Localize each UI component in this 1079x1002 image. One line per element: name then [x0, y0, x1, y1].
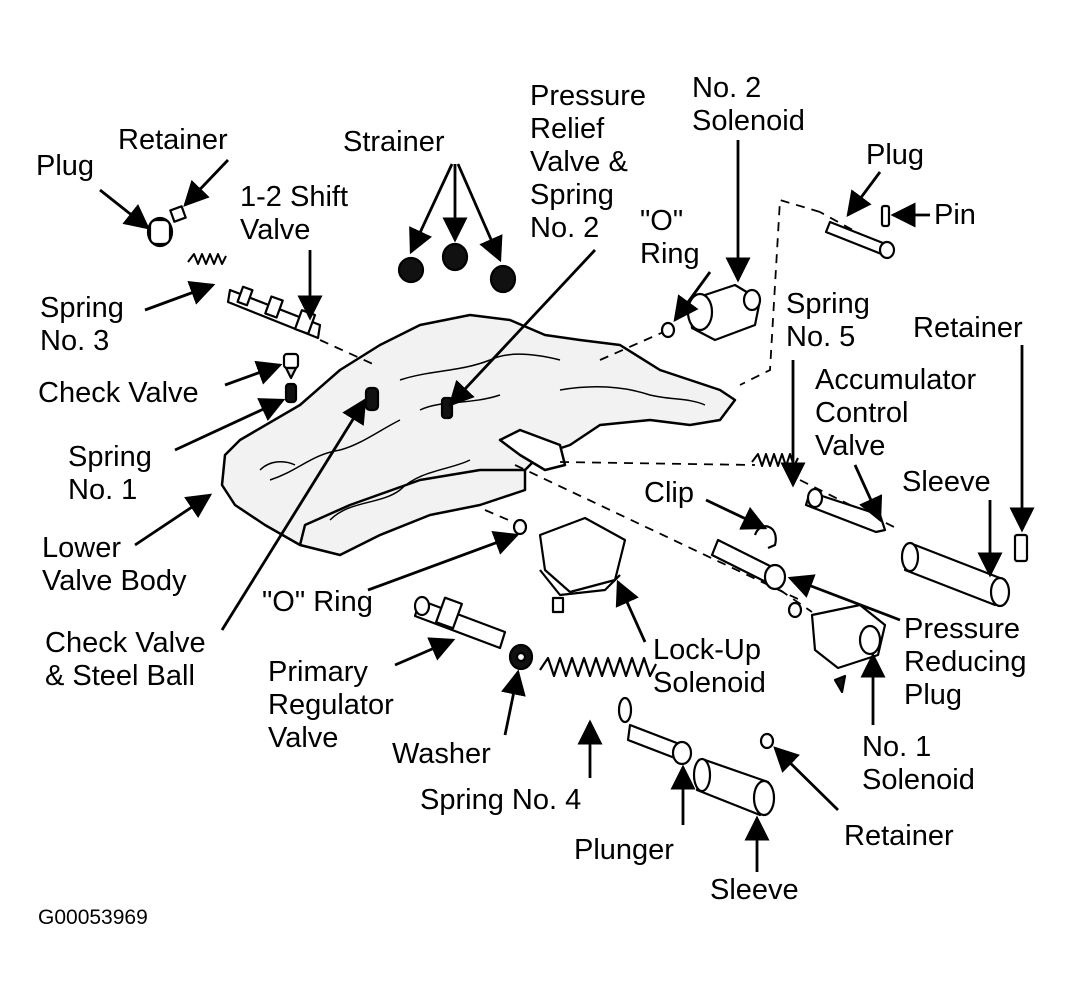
spring-no5-part	[751, 453, 799, 467]
strainer-parts	[397, 242, 517, 294]
lower-valve-body-casting	[220, 313, 737, 557]
leader-arrows	[99, 140, 1035, 872]
label-plunger: Plunger	[574, 834, 674, 866]
sleeve-right-part	[900, 541, 1011, 608]
spring-no3-part	[187, 253, 227, 265]
label-check-valve: Check Valve	[38, 377, 199, 409]
label-check-valve-steel-ball: Check Valve& Steel Ball	[45, 627, 206, 692]
no1-solenoid-part	[810, 603, 887, 694]
label-retainer-top: Retainer	[118, 124, 228, 156]
label-retainer-bottom: Retainer	[844, 820, 954, 852]
label-spring-no4: Spring No. 4	[420, 784, 582, 816]
pressure-relief-spring-part	[440, 396, 454, 420]
label-clip: Clip	[644, 477, 694, 509]
figure-code: G00053969	[38, 906, 148, 929]
o-ring-top-part	[660, 321, 676, 339]
plug-left-part	[146, 216, 174, 248]
label-strainer: Strainer	[343, 126, 445, 158]
plunger-part	[626, 723, 693, 766]
primary-regulator-part	[413, 595, 507, 650]
label-o-ring-mid: "O" Ring	[262, 586, 373, 618]
no2-solenoid-part	[686, 283, 762, 342]
plug-right-part	[824, 220, 896, 260]
clip-part	[753, 525, 777, 550]
spring-no4-part	[539, 656, 657, 724]
label-plug-right: Plug	[866, 139, 925, 171]
alignment-lines	[319, 198, 901, 613]
label-o-ring-top: "O"Ring	[640, 205, 700, 270]
label-pin: Pin	[934, 199, 976, 231]
lockup-solenoid-part	[538, 516, 627, 614]
pin-part	[880, 204, 891, 228]
shift-valve-part	[226, 285, 322, 340]
o-ring-mid-part	[512, 518, 528, 536]
check-valve-part	[282, 352, 300, 380]
label-plug-left: Plug	[36, 150, 95, 182]
check-valve-steel-ball-part	[364, 386, 380, 412]
pressure-reducing-plug-part	[710, 538, 787, 591]
accumulator-valve-part	[804, 487, 887, 534]
washer-part	[508, 643, 534, 671]
sleeve-bottom-part	[692, 757, 776, 817]
label-sleeve-right: Sleeve	[902, 466, 991, 498]
label-washer: Washer	[392, 738, 491, 770]
label-retainer-right: Retainer	[913, 312, 1023, 344]
o-ring-lower-part	[787, 601, 803, 619]
spring-no1-part	[284, 382, 298, 404]
retainer-top-part	[169, 205, 187, 223]
parts	[146, 204, 1029, 817]
retainer-right-part	[1013, 533, 1029, 563]
label-sleeve-bottom: Sleeve	[710, 874, 799, 906]
retainer-bottom-part	[759, 732, 775, 750]
